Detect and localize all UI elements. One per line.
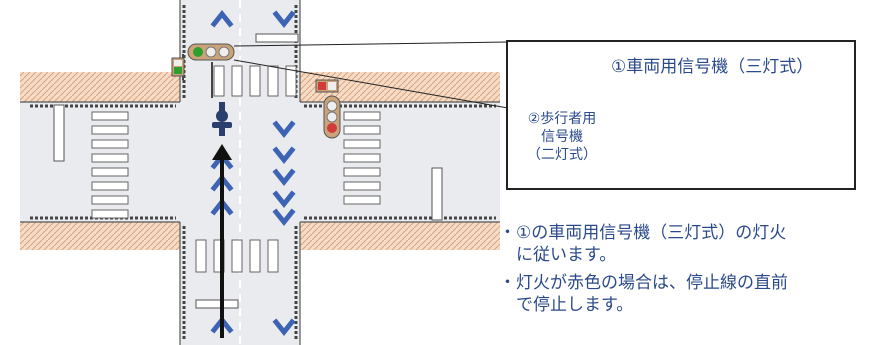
- sidewalk-bottom-left: [20, 222, 180, 250]
- crosswalk-top: [213, 65, 297, 97]
- small-pedestrian-signal-right: [315, 79, 339, 93]
- note-2-line2: で停止します。: [499, 295, 634, 315]
- sidewalk-top-left: [20, 72, 180, 102]
- note-1-line1: ・①の車両用信号機（三灯式）の灯火: [499, 223, 787, 243]
- stop-bar-top: [255, 33, 299, 43]
- note-1: ・①の車両用信号機（三灯式）の灯火 に従います。: [499, 222, 786, 266]
- crosswalk-bottom: [195, 239, 279, 273]
- note-2: ・灯火が赤色の場合は、停止線の直前 で停止します。: [499, 272, 788, 316]
- sidewalk-bottom-right: [300, 222, 500, 250]
- small-vehicle-signal-right: [323, 95, 341, 139]
- stop-bar-right: [431, 167, 443, 221]
- note-2-line1: ・灯火が赤色の場合は、停止線の直前: [499, 273, 788, 293]
- leader-lines: [233, 41, 509, 109]
- chevron-up-1: [210, 9, 234, 28]
- crosswalk-left: [91, 111, 129, 219]
- pedestrian-signal-label: ②歩行者用 信号機 （二灯式）: [512, 110, 612, 164]
- vehicle-signal-label: ①車両用信号機（三灯式）: [611, 57, 814, 77]
- small-vehicle-signal: [187, 43, 235, 98]
- small-pedestrian-signal-left: [171, 54, 185, 80]
- signal-inset-frame: [506, 40, 856, 190]
- curb-lines: [20, 0, 500, 345]
- chevron-down-5: [272, 190, 296, 209]
- chevron-down-3: [272, 146, 296, 165]
- chevron-down-6: [272, 208, 296, 227]
- stop-bar-left: [53, 104, 65, 162]
- bicycle-icon: [212, 102, 232, 136]
- pedestrian-signal-label-line2: 信号機: [541, 129, 583, 145]
- chevron-down-2: [272, 120, 296, 139]
- up-arrow-icon: [212, 144, 232, 338]
- chevron-down-4: [272, 168, 296, 187]
- crosswalk-right: [343, 111, 381, 205]
- stop-bar-bottom: [195, 299, 239, 309]
- pedestrian-signal-label-line1: ②歩行者用: [527, 111, 597, 127]
- chevron-down-1: [272, 10, 296, 29]
- chevron-down-7: [272, 318, 296, 337]
- note-1-line2: に従います。: [499, 245, 617, 265]
- pedestrian-signal-label-line3: （二灯式）: [527, 147, 597, 163]
